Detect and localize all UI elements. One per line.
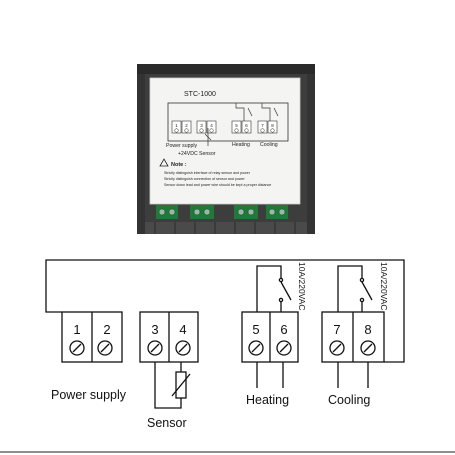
sticker-relay-heating xyxy=(235,103,253,121)
sticker-model: STC-1000 xyxy=(184,91,216,98)
sticker-terminal-box xyxy=(231,120,242,134)
screw-icon xyxy=(329,340,345,356)
heating-contact-node-top xyxy=(278,277,284,283)
sticker-note-title: Note : xyxy=(171,162,187,168)
thermostat-device: STC-1000 1 2 3 4 5 6 7 8 Power supply +24VDC Se… xyxy=(137,64,315,234)
sticker-screw-icon xyxy=(270,128,275,133)
terminal-block-heating xyxy=(234,205,258,219)
sticker-terminal-box xyxy=(181,120,192,134)
terminal-number-1: 1 xyxy=(73,322,80,337)
sticker-terminal-number: 3 xyxy=(200,123,203,128)
sticker-terminal-number: 1 xyxy=(175,123,178,128)
sticker-note-3: Sensor down lead and power wire should b… xyxy=(164,183,271,187)
sticker-note-list: Strictly distinguish interface of relay … xyxy=(164,171,271,187)
heating-relay-contact xyxy=(280,281,292,301)
cooling-contact-node-bottom xyxy=(359,297,365,303)
heating-load-wire xyxy=(256,362,284,388)
screw-icon xyxy=(360,340,376,356)
terminal-numbers: 1 2 3 4 5 6 7 8 xyxy=(73,322,371,337)
label-heating: Heating xyxy=(246,393,289,407)
sticker-terminal-number: 2 xyxy=(185,123,188,128)
screw-icon xyxy=(147,340,163,356)
sticker-terminal-box xyxy=(196,120,207,134)
sticker-note-1: Strictly distinguish interface of relay … xyxy=(164,171,251,175)
sticker-label-voltage: +24VDC xyxy=(178,151,198,157)
sticker-terminal-box xyxy=(257,120,268,134)
sticker-screw-icon xyxy=(199,128,204,133)
sticker-terminal-box xyxy=(241,120,252,134)
cooling-relay-rating: 10A/220VAC xyxy=(379,262,389,311)
cooling-contact-node-top xyxy=(359,277,365,283)
green-terminal-blocks xyxy=(156,205,288,219)
terminal-number-3: 3 xyxy=(151,322,158,337)
supply-loop-wire xyxy=(45,259,405,363)
sticker-terminal-box xyxy=(171,120,182,134)
label-power-supply: Power supply xyxy=(51,388,127,402)
sticker-terminal-row: 1 2 3 4 5 6 7 8 xyxy=(171,120,278,134)
heating-relay-wire xyxy=(256,265,282,312)
device-side-shade-right xyxy=(307,74,315,234)
sticker-sensor-probe xyxy=(204,128,212,146)
terminal-block-cooling xyxy=(266,205,288,219)
terminal-block-sensor xyxy=(190,205,214,219)
sticker-screw-icon xyxy=(244,128,249,133)
cooling-relay-wire xyxy=(337,265,363,312)
sticker-screw-icon xyxy=(260,128,265,133)
sensor-thermistor-slash xyxy=(171,373,191,397)
sticker-terminal-number: 8 xyxy=(271,123,274,128)
sticker-terminal-number: 4 xyxy=(210,123,213,128)
sticker-label-power: Power supply xyxy=(166,143,198,149)
wiring-schematic xyxy=(45,259,405,409)
terminal-number-5: 5 xyxy=(252,322,259,337)
sticker-screw-icon xyxy=(234,128,239,133)
heating-relay-rating: 10A/220VAC xyxy=(297,262,307,311)
sticker-wiring-frame xyxy=(167,102,289,142)
device-bottom-edge xyxy=(145,222,307,234)
cooling-relay-contact xyxy=(361,281,373,301)
screw-icon xyxy=(175,340,191,356)
sticker-screw-icon xyxy=(209,128,214,133)
sticker-note-2: Strictly distinguish connection of senso… xyxy=(164,177,246,181)
sticker-label-cooling: Cooling xyxy=(260,142,278,148)
sticker-relay-cooling xyxy=(261,103,279,121)
screw-icon xyxy=(69,340,85,356)
sticker-terminal-number: 7 xyxy=(261,123,264,128)
terminal-screw-row xyxy=(69,340,376,356)
terminal-number-8: 8 xyxy=(364,322,371,337)
sticker-terminal-box xyxy=(267,120,278,134)
device-side-shade xyxy=(137,74,145,234)
label-sensor: Sensor xyxy=(147,416,187,430)
device-front-bezel xyxy=(137,64,315,74)
label-cooling: Cooling xyxy=(328,393,370,407)
sticker-terminal-number: 6 xyxy=(245,123,248,128)
sticker-label-sensor: Sensor xyxy=(199,151,216,157)
terminal-number-4: 4 xyxy=(179,322,186,337)
terminal-number-7: 7 xyxy=(333,322,340,337)
sticker-terminal-box xyxy=(206,120,217,134)
heating-contact-node-bottom xyxy=(278,297,284,303)
terminal-block-power xyxy=(156,205,178,219)
cooling-load-wire xyxy=(337,362,369,388)
sticker-terminal-number: 5 xyxy=(235,123,238,128)
screw-icon xyxy=(97,340,113,356)
screw-icon xyxy=(248,340,264,356)
sticker-screw-icon xyxy=(184,128,189,133)
sticker-label-heating: Heating xyxy=(232,142,250,148)
terminal-number-2: 2 xyxy=(103,322,110,337)
warning-icon xyxy=(159,158,169,167)
sticker-screw-icon xyxy=(174,128,179,133)
screw-icon xyxy=(276,340,292,356)
terminal-number-6: 6 xyxy=(280,322,287,337)
